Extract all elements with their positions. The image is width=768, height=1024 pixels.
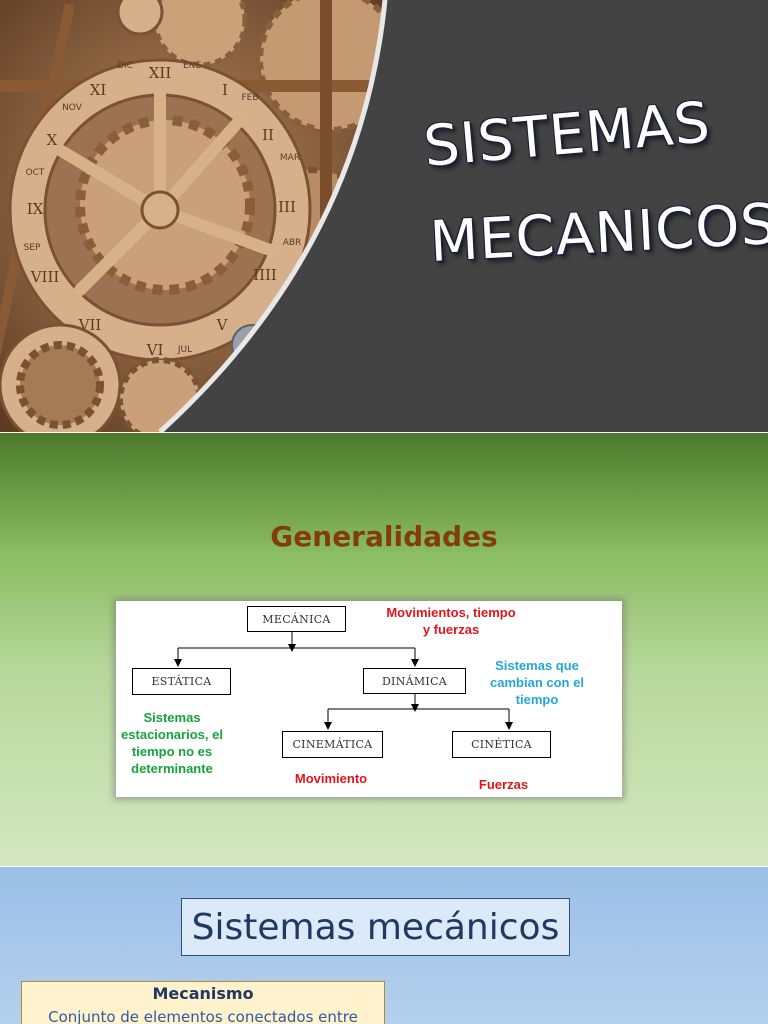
clock-month-ene: ENE (183, 61, 201, 71)
box-estatica: ESTÁTICA (132, 668, 231, 695)
clock-month-feb: FEB (241, 93, 258, 103)
generalidades-slide: Generalidades MECÁNICA ESTÁTIC (0, 433, 768, 866)
clock-numeral-i: I (222, 81, 228, 99)
card-title: Mecanismo (152, 984, 254, 1003)
box-dinamica: DINÁMICA (363, 668, 466, 694)
clock-numeral-iii: III (278, 198, 296, 216)
slide-title-box: Sistemas mecánicos (181, 898, 570, 956)
clock-numeral-ix: IX (27, 200, 44, 218)
box-cinetica: CINÉTICA (452, 731, 551, 758)
note-movimientos-tiempo-fuerzas: Movimientos, tiempo y fuerzas (386, 605, 516, 637)
sistemas-mecanicos-slide: Sistemas mecánicos Mecanismo Conjunto de… (0, 867, 768, 1024)
clock-numeral-vi: VI (146, 341, 164, 359)
clock-month-mar: MAR (280, 153, 300, 163)
clock-numeral-v: V (216, 316, 229, 334)
clock-month-abr: ABR (283, 238, 302, 248)
clock-numeral-xi: XI (90, 81, 107, 99)
clock-numeral-iiii: IIII (253, 266, 277, 284)
note-movimiento: Movimiento (294, 771, 368, 786)
title-slide: XII I II III IIII V VI VII VIII IX X XI … (0, 0, 768, 432)
clock-month-oct: OCT (26, 168, 45, 178)
clock-numeral-ii: II (262, 126, 274, 144)
clock-month-dic: DIC (117, 61, 133, 71)
card-text: Conjunto de elementos conectados entre (48, 1008, 358, 1024)
clock-numeral-viii: VIII (30, 268, 60, 286)
note-sistemas-que-cambian: Sistemas que cambian con el tiempo (490, 658, 584, 707)
title-line-1: SISTEMAS (421, 90, 714, 180)
slide-title: Generalidades (270, 520, 498, 553)
box-cinematica: CINEMÁTICA (282, 731, 383, 758)
box-mecanica: MECÁNICA (247, 606, 346, 632)
mecanismo-card: Mecanismo Conjunto de elementos conectad… (21, 981, 385, 1024)
clock-numeral-xii: XII (149, 64, 172, 82)
mechanics-diagram: MECÁNICA ESTÁTICA DINÁMICA CINEMÁTICA CI… (116, 601, 622, 797)
note-fuerzas: Fuerzas (478, 777, 529, 792)
diagram-connectors (174, 632, 513, 730)
clock-month-sep: SEP (24, 243, 41, 253)
title-line-2: MECANICOS (428, 191, 768, 275)
clock-month-jul: JUL (177, 345, 192, 355)
clock-numeral-x: X (47, 131, 58, 149)
wooden-clock-image: XII I II III IIII V VI VII VIII IX X XI … (0, 0, 388, 432)
clock-month-nov: NOV (62, 103, 83, 113)
note-sistemas-estacionarios: Sistemas estacionarios, el tiempo no es … (121, 710, 223, 776)
